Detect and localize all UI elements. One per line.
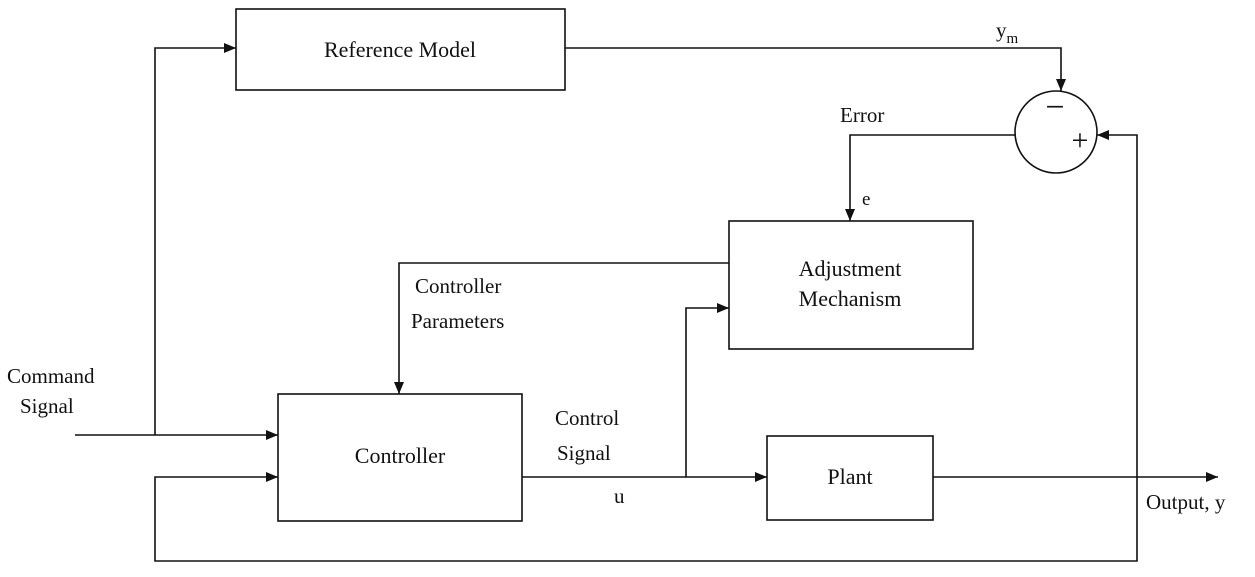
minus-sign: −	[1045, 89, 1064, 126]
plant-label: Plant	[827, 464, 872, 489]
command-to-reference-model-wire	[154, 43, 236, 435]
control-signal-label-line1: Control	[555, 406, 619, 430]
adjustment-mechanism-label-line1: Adjustment	[799, 256, 902, 281]
command-signal-label-line2: Signal	[20, 394, 74, 418]
output-feedback-to-controller-wire	[154, 472, 1138, 562]
plus-sign: +	[1072, 124, 1089, 157]
control-signal-label-line2: Signal	[557, 441, 611, 465]
controller-parameters-label-line2: Parameters	[411, 309, 504, 333]
error-wire	[845, 134, 1015, 221]
controller-parameters-label-line1: Controller	[415, 274, 501, 298]
adjustment-mechanism-block: Adjustment Mechanism	[728, 220, 974, 350]
ym-wire	[565, 47, 1066, 91]
e-label: e	[862, 189, 870, 210]
command-signal-label-line1: Command	[7, 364, 95, 388]
reference-model-block: Reference Model	[235, 8, 566, 91]
controller-block: Controller	[277, 393, 523, 522]
adjustment-mechanism-label-line2: Mechanism	[799, 286, 902, 311]
controller-label: Controller	[355, 443, 446, 468]
u-label: u	[614, 484, 625, 508]
ym-label-main: y	[996, 18, 1007, 42]
reference-model-label: Reference Model	[324, 37, 476, 62]
ym-label: ym	[996, 18, 1019, 47]
summing-junction: − +	[1014, 89, 1098, 174]
ym-label-subscript: m	[1007, 31, 1019, 47]
error-label: Error	[840, 103, 884, 127]
controller-parameters-wire	[394, 262, 729, 394]
output-label: Output, y	[1146, 490, 1226, 514]
plant-block: Plant	[766, 435, 934, 521]
control-to-adjustment-wire	[685, 303, 729, 477]
output-to-summing-wire	[1097, 130, 1138, 477]
